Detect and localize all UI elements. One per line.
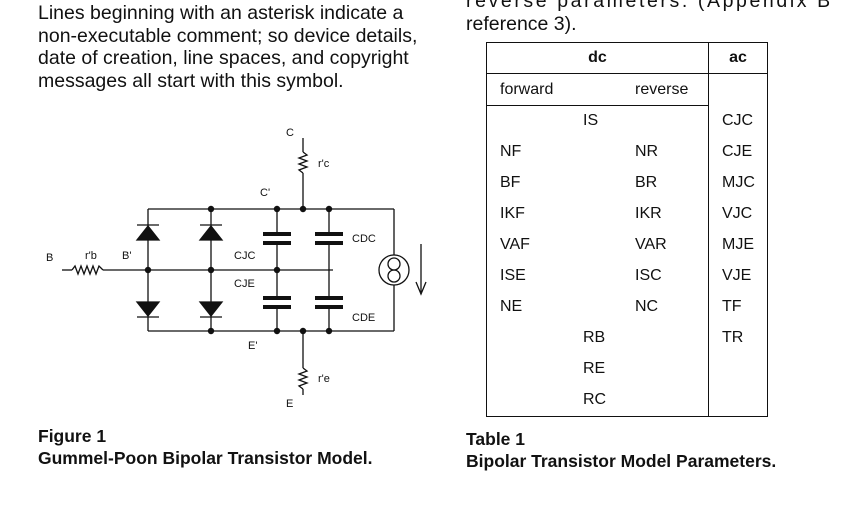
param-ac bbox=[709, 391, 722, 408]
param-ac: MJC bbox=[722, 174, 755, 191]
capacitor-cje bbox=[263, 296, 291, 300]
capacitor-cjc bbox=[263, 232, 291, 236]
param-forward: NE bbox=[500, 298, 523, 315]
param-reverse: NC bbox=[635, 298, 659, 315]
table-row: ISE ISC VJE bbox=[486, 260, 768, 292]
figure-caption: Figure 1 Gummel-Poon Bipolar Transistor … bbox=[38, 425, 372, 469]
param-reverse: NR bbox=[635, 143, 659, 160]
table-row: IS CJC bbox=[486, 105, 768, 137]
param-forward: VAF bbox=[500, 236, 530, 253]
label-cde: CDE bbox=[352, 312, 375, 324]
label-cdc: CDC bbox=[352, 233, 376, 245]
continued-line-1: reverse parameters. (Appendix B bbox=[466, 0, 833, 12]
table-row: VAF VAR MJE bbox=[486, 229, 768, 261]
continued-paragraph: reverse parameters. (Appendix B referenc… bbox=[466, 0, 861, 35]
label-e-prime: E' bbox=[248, 340, 257, 352]
current-source bbox=[378, 254, 410, 286]
label-re: r'e bbox=[318, 373, 330, 385]
header-ac: ac bbox=[708, 42, 768, 74]
label-cje: CJE bbox=[234, 278, 255, 290]
table-row: IKF IKR VJC bbox=[486, 198, 768, 230]
param-mid: RB bbox=[583, 329, 606, 346]
diode-be-1 bbox=[135, 301, 161, 318]
table-caption: Table 1 Bipolar Transistor Model Paramet… bbox=[466, 428, 776, 472]
table-row: RB TR bbox=[486, 322, 768, 354]
table-row: NF NR CJE bbox=[486, 136, 768, 168]
table-row: RE bbox=[486, 353, 768, 385]
subheader-row: forward reverse bbox=[486, 73, 709, 106]
capacitor-cdc bbox=[315, 232, 343, 236]
subheader-forward: forward bbox=[500, 80, 554, 98]
param-forward: IKF bbox=[500, 205, 525, 222]
table-row: RC bbox=[486, 384, 768, 417]
rc-resistor bbox=[297, 151, 309, 174]
table-caption-label: Table 1 bbox=[466, 429, 526, 449]
capacitor-cde bbox=[315, 296, 343, 300]
intro-paragraph: Lines beginning with an asterisk indicat… bbox=[38, 2, 418, 92]
param-mid: IS bbox=[583, 112, 599, 130]
figure-caption-title: Gummel-Poon Bipolar Transistor Model. bbox=[38, 448, 373, 468]
param-ac: VJE bbox=[722, 267, 752, 284]
subheader-reverse: reverse bbox=[635, 80, 689, 98]
param-mid: RE bbox=[583, 360, 606, 377]
label-rc: r'c bbox=[318, 158, 330, 170]
label-rb: r'b bbox=[85, 250, 97, 262]
param-reverse: BR bbox=[635, 174, 658, 191]
param-ac: VJC bbox=[722, 205, 753, 222]
figure-caption-label: Figure 1 bbox=[38, 426, 107, 446]
label-c: C bbox=[286, 127, 294, 139]
diode-bc-2 bbox=[198, 224, 224, 241]
diode-be-2 bbox=[198, 301, 224, 318]
gummel-poon-circuit-diagram: C r'c C' B r'b B' CJC CJE CDC CDE E' r'e… bbox=[46, 127, 427, 410]
param-ac: TF bbox=[722, 298, 742, 315]
label-cjc: CJC bbox=[234, 250, 255, 262]
param-ac: TR bbox=[722, 329, 744, 346]
param-forward: NF bbox=[500, 143, 522, 160]
parameter-table: dc ac forward reverse IS CJC NF NR CJE BF BR MJ… bbox=[486, 42, 768, 417]
label-b-prime: B' bbox=[122, 250, 131, 262]
table-caption-title: Bipolar Transistor Model Parameters. bbox=[466, 451, 777, 471]
param-ac: CJE bbox=[722, 143, 753, 160]
param-reverse: VAR bbox=[635, 236, 667, 253]
label-e: E bbox=[286, 398, 293, 410]
param-reverse: ISC bbox=[635, 267, 662, 284]
param-forward: ISE bbox=[500, 267, 526, 284]
label-b: B bbox=[46, 252, 53, 264]
label-c-prime: C' bbox=[260, 187, 270, 199]
param-forward: BF bbox=[500, 174, 521, 191]
param-mid: RC bbox=[583, 391, 607, 408]
diode-bc-1 bbox=[135, 224, 161, 241]
header-dc: dc bbox=[486, 42, 709, 74]
table-row: BF BR MJC bbox=[486, 167, 768, 199]
continued-line-2: reference 3). bbox=[466, 12, 577, 35]
param-ac: MJE bbox=[722, 236, 754, 253]
rb-resistor bbox=[71, 264, 104, 276]
param-ac: CJC bbox=[722, 112, 754, 129]
param-ac bbox=[709, 360, 722, 377]
table-row: NE NC TF bbox=[486, 291, 768, 323]
re-resistor bbox=[297, 367, 309, 390]
param-reverse: IKR bbox=[635, 205, 662, 222]
